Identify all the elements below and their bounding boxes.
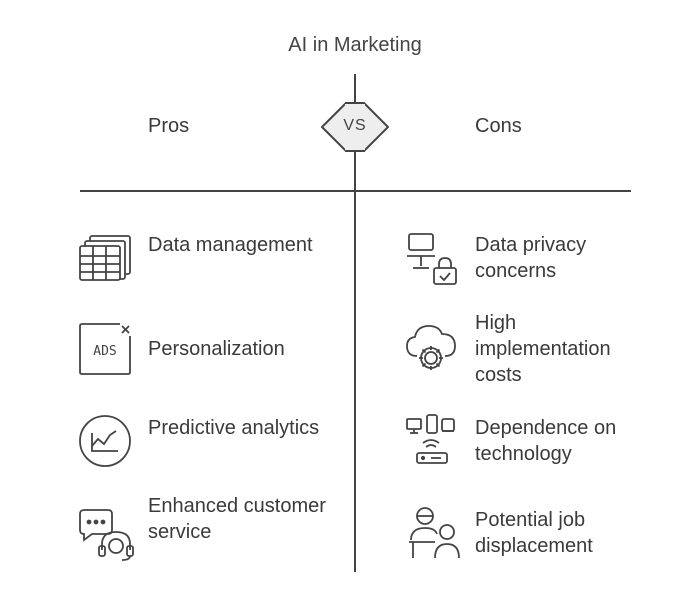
cons-heading: Cons [475,115,522,137]
svg-text:ADS: ADS [93,344,116,359]
vs-label: VS [343,117,367,134]
chat-headset-icon [78,508,134,564]
people-desk-icon [405,506,461,562]
cons-item-potential-job-displacement: Potential job displacement [475,509,593,557]
pros-heading: Pros [148,115,190,137]
horizontal-divider [80,190,631,192]
table-stack-icon [78,234,134,290]
vs-badge [320,100,390,154]
cons-item-data-privacy-concerns: Data privacy concerns [475,234,587,282]
pros-item-enhanced-customer-service: Enhanced customer service [148,495,326,543]
pros-item-data-management: Data management [148,234,313,256]
diagram-title: AI in Marketing [288,34,422,56]
devices-router-icon [405,413,461,469]
cons-item-dependence-on-technology: Dependence on technology [475,417,617,465]
monitor-lock-icon [405,232,461,288]
chart-circle-icon [78,413,134,469]
pros-item-predictive-analytics: Predictive analytics [148,417,320,439]
ads-icon: ADS [78,322,134,378]
vertical-divider [354,74,356,572]
cons-item-high-implementation-costs: High implementation costs [475,312,611,386]
pros-item-personalization: Personalization [148,338,285,360]
cloud-gear-icon [405,322,461,378]
